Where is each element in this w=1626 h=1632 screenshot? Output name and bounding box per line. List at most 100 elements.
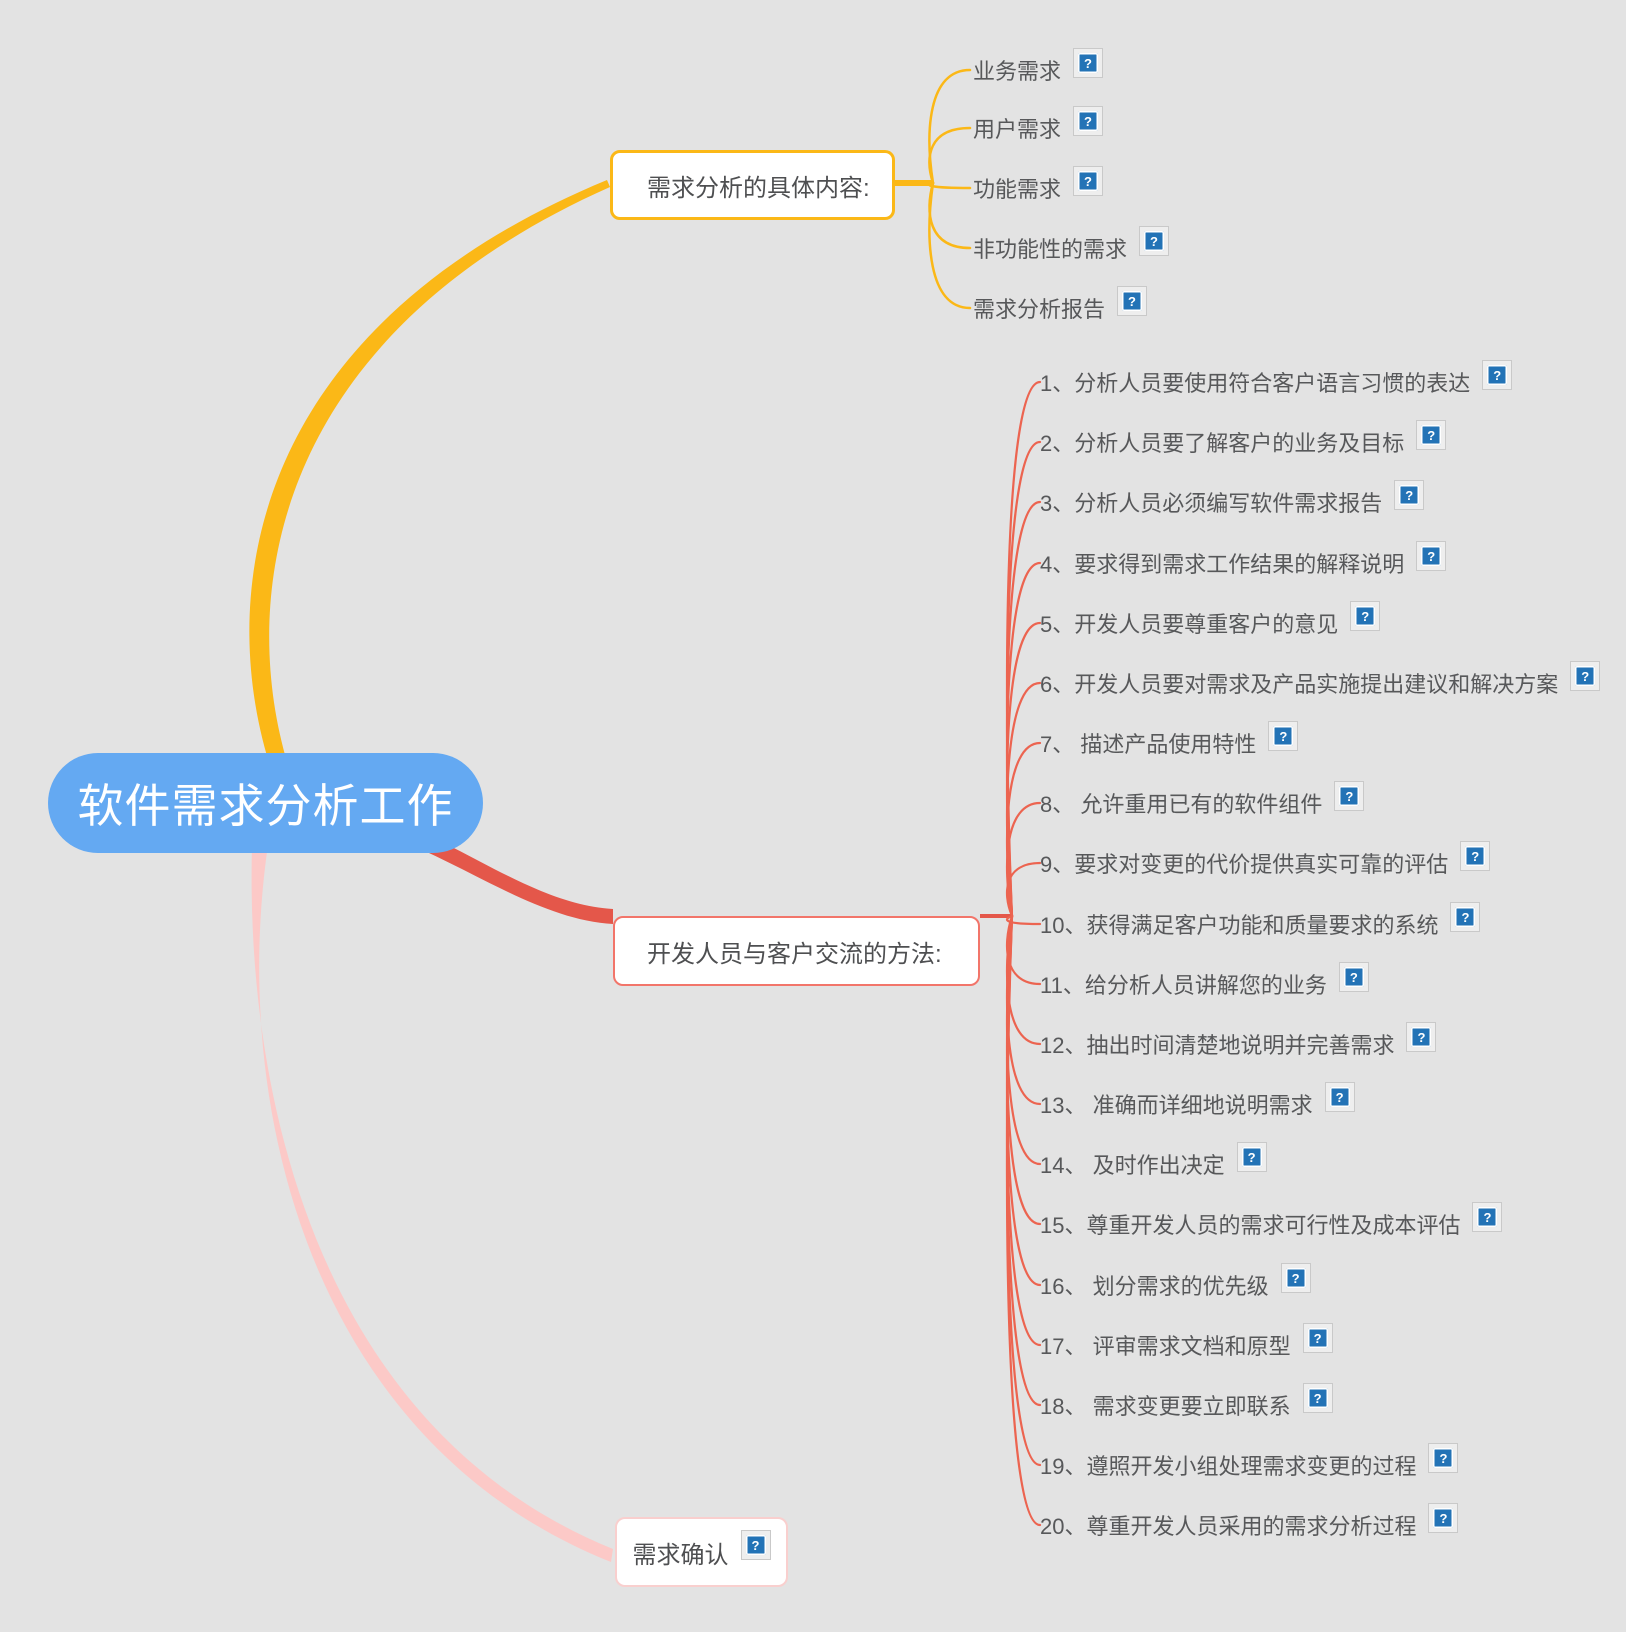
- note-placeholder-icon[interactable]: ?: [1428, 1503, 1459, 1533]
- branch-node-requirement-confirm[interactable]: 需求确认 ?: [615, 1517, 788, 1587]
- note-placeholder-icon[interactable]: ?: [1460, 841, 1491, 871]
- note-placeholder-icon[interactable]: ?: [1280, 1263, 1311, 1293]
- note-placeholder-icon[interactable]: ?: [1338, 962, 1369, 992]
- leaf-label: 18、 需求变更要立即联系: [1040, 1394, 1291, 1419]
- branch-node-label: 需求确认: [632, 1541, 729, 1569]
- fan-line-yellow: [928, 181, 972, 310]
- note-placeholder-icon[interactable]: ?: [1416, 420, 1447, 450]
- note-placeholder-icon[interactable]: ?: [1324, 1082, 1355, 1112]
- leaf-method-2[interactable]: 2、分析人员要了解客户的业务及目标?: [1040, 420, 1447, 462]
- question-mark-icon: ?: [1487, 365, 1508, 385]
- leaf-label: 4、要求得到需求工作结果的解释说明: [1040, 552, 1405, 577]
- leaf-method-6[interactable]: 6、开发人员要对需求及产品实施提出建议和解决方案?: [1040, 661, 1601, 703]
- note-placeholder-icon[interactable]: ?: [1350, 601, 1381, 631]
- leaf-method-5[interactable]: 5、开发人员要尊重客户的意见?: [1040, 601, 1381, 643]
- fan-line-red: [1005, 861, 1042, 918]
- branch-curve-pink: [251, 845, 613, 1562]
- leaf-method-15[interactable]: 15、尊重开发人员的需求可行性及成本评估?: [1040, 1202, 1503, 1244]
- note-placeholder-icon[interactable]: ?: [1302, 1323, 1333, 1353]
- leaf-label: 7、 描述产品使用特性: [1040, 732, 1257, 757]
- note-placeholder-icon[interactable]: ?: [1236, 1142, 1267, 1172]
- leaf-label: 13、 准确而详细地说明需求: [1040, 1093, 1313, 1118]
- question-mark-icon: ?: [1343, 967, 1364, 987]
- note-placeholder-icon[interactable]: ?: [1570, 661, 1601, 691]
- leaf-method-7[interactable]: 7、 描述产品使用特性?: [1040, 721, 1299, 763]
- question-mark-icon: ?: [1433, 1508, 1454, 1528]
- central-topic-node[interactable]: 软件需求分析工作: [48, 753, 483, 853]
- question-mark-icon: ?: [1078, 53, 1099, 73]
- note-placeholder-icon[interactable]: ?: [740, 1530, 771, 1560]
- leaf-method-18[interactable]: 18、 需求变更要立即联系?: [1040, 1383, 1333, 1425]
- leaf-functional-requirement[interactable]: 功能需求?: [973, 166, 1104, 208]
- note-placeholder-icon[interactable]: ?: [1450, 902, 1481, 932]
- leaf-method-19[interactable]: 19、遵照开发小组处理需求变更的过程?: [1040, 1443, 1459, 1485]
- leaf-method-11[interactable]: 11、给分析人员讲解您的业务?: [1040, 962, 1369, 1004]
- note-placeholder-icon[interactable]: ?: [1268, 721, 1299, 751]
- note-placeholder-icon[interactable]: ?: [1394, 480, 1425, 510]
- fan-line-red: [1005, 914, 1042, 1166]
- question-mark-icon: ?: [1329, 1087, 1350, 1107]
- leaf-label: 20、尊重开发人员采用的需求分析过程: [1040, 1514, 1417, 1539]
- note-placeholder-icon[interactable]: ?: [1073, 166, 1104, 196]
- leaf-label: 14、 及时作出决定: [1040, 1153, 1225, 1178]
- leaf-method-8[interactable]: 8、 允许重用已有的软件组件?: [1040, 781, 1365, 823]
- note-placeholder-icon[interactable]: ?: [1073, 48, 1104, 78]
- note-placeholder-icon[interactable]: ?: [1117, 286, 1148, 316]
- leaf-business-requirement[interactable]: 业务需求?: [973, 48, 1104, 90]
- fan-line-red: [1005, 801, 1042, 918]
- leaf-label: 3、分析人员必须编写软件需求报告: [1040, 491, 1383, 516]
- question-mark-icon: ?: [1411, 1027, 1432, 1047]
- question-mark-icon: ?: [1421, 425, 1442, 445]
- branch-node-analysis-content[interactable]: 需求分析的具体内容:: [610, 150, 895, 220]
- leaf-method-10[interactable]: 10、获得满足客户功能和质量要求的系统?: [1040, 902, 1481, 944]
- note-placeholder-icon[interactable]: ?: [1073, 106, 1104, 136]
- leaf-analysis-report[interactable]: 需求分析报告?: [973, 286, 1148, 328]
- leaf-method-12[interactable]: 12、抽出时间清楚地说明并完善需求?: [1040, 1022, 1437, 1064]
- branch-node-communication-methods[interactable]: 开发人员与客户交流的方法:: [613, 916, 980, 986]
- leaf-method-1[interactable]: 1、分析人员要使用符合客户语言习惯的表达?: [1040, 360, 1513, 402]
- note-placeholder-icon[interactable]: ?: [1472, 1202, 1503, 1232]
- leaf-method-16[interactable]: 16、 划分需求的优先级?: [1040, 1263, 1311, 1305]
- branch-curve-yellow: [249, 180, 610, 802]
- question-mark-icon: ?: [1307, 1328, 1328, 1348]
- question-mark-icon: ?: [1241, 1147, 1262, 1167]
- leaf-method-14[interactable]: 14、 及时作出决定?: [1040, 1142, 1267, 1184]
- fan-line-red: [1005, 681, 1042, 918]
- leaf-label: 用户需求: [973, 117, 1062, 142]
- leaf-method-4[interactable]: 4、要求得到需求工作结果的解释说明?: [1040, 541, 1447, 583]
- leaf-nonfunctional-requirement[interactable]: 非功能性的需求?: [973, 226, 1170, 268]
- leaf-method-20[interactable]: 20、尊重开发人员采用的需求分析过程?: [1040, 1503, 1459, 1545]
- leaf-method-9[interactable]: 9、要求对变更的代价提供真实可靠的评估?: [1040, 841, 1491, 883]
- fan-line-yellow: [928, 126, 972, 185]
- leaf-label: 8、 允许重用已有的软件组件: [1040, 792, 1323, 817]
- question-mark-icon: ?: [1477, 1207, 1498, 1227]
- leaf-label: 15、尊重开发人员的需求可行性及成本评估: [1040, 1213, 1461, 1238]
- leaf-label: 非功能性的需求: [973, 237, 1128, 262]
- leaf-label: 功能需求: [973, 177, 1062, 202]
- note-placeholder-icon[interactable]: ?: [1482, 360, 1513, 390]
- question-mark-icon: ?: [1339, 786, 1360, 806]
- fan-line-yellow: [928, 181, 972, 190]
- question-mark-icon: ?: [1307, 1388, 1328, 1408]
- note-placeholder-icon[interactable]: ?: [1302, 1383, 1333, 1413]
- question-mark-icon: ?: [1078, 111, 1099, 131]
- leaf-method-3[interactable]: 3、分析人员必须编写软件需求报告?: [1040, 480, 1425, 522]
- note-placeholder-icon[interactable]: ?: [1139, 226, 1170, 256]
- question-mark-icon: ?: [1355, 606, 1376, 626]
- question-mark-icon: ?: [1575, 666, 1596, 686]
- question-mark-icon: ?: [1433, 1448, 1454, 1468]
- note-placeholder-icon[interactable]: ?: [1416, 541, 1447, 571]
- leaf-method-13[interactable]: 13、 准确而详细地说明需求?: [1040, 1082, 1355, 1124]
- fan-line-red: [1005, 741, 1042, 918]
- note-placeholder-icon[interactable]: ?: [1406, 1022, 1437, 1052]
- leaf-label: 10、获得满足客户功能和质量要求的系统: [1040, 913, 1439, 938]
- leaf-method-17[interactable]: 17、 评审需求文档和原型?: [1040, 1323, 1333, 1365]
- leaf-label: 9、要求对变更的代价提供真实可靠的评估: [1040, 852, 1449, 877]
- note-placeholder-icon[interactable]: ?: [1428, 1443, 1459, 1473]
- question-mark-icon: ?: [1144, 231, 1165, 251]
- leaf-user-requirement[interactable]: 用户需求?: [973, 106, 1104, 148]
- fan-line-yellow: [928, 68, 972, 185]
- note-placeholder-icon[interactable]: ?: [1334, 781, 1365, 811]
